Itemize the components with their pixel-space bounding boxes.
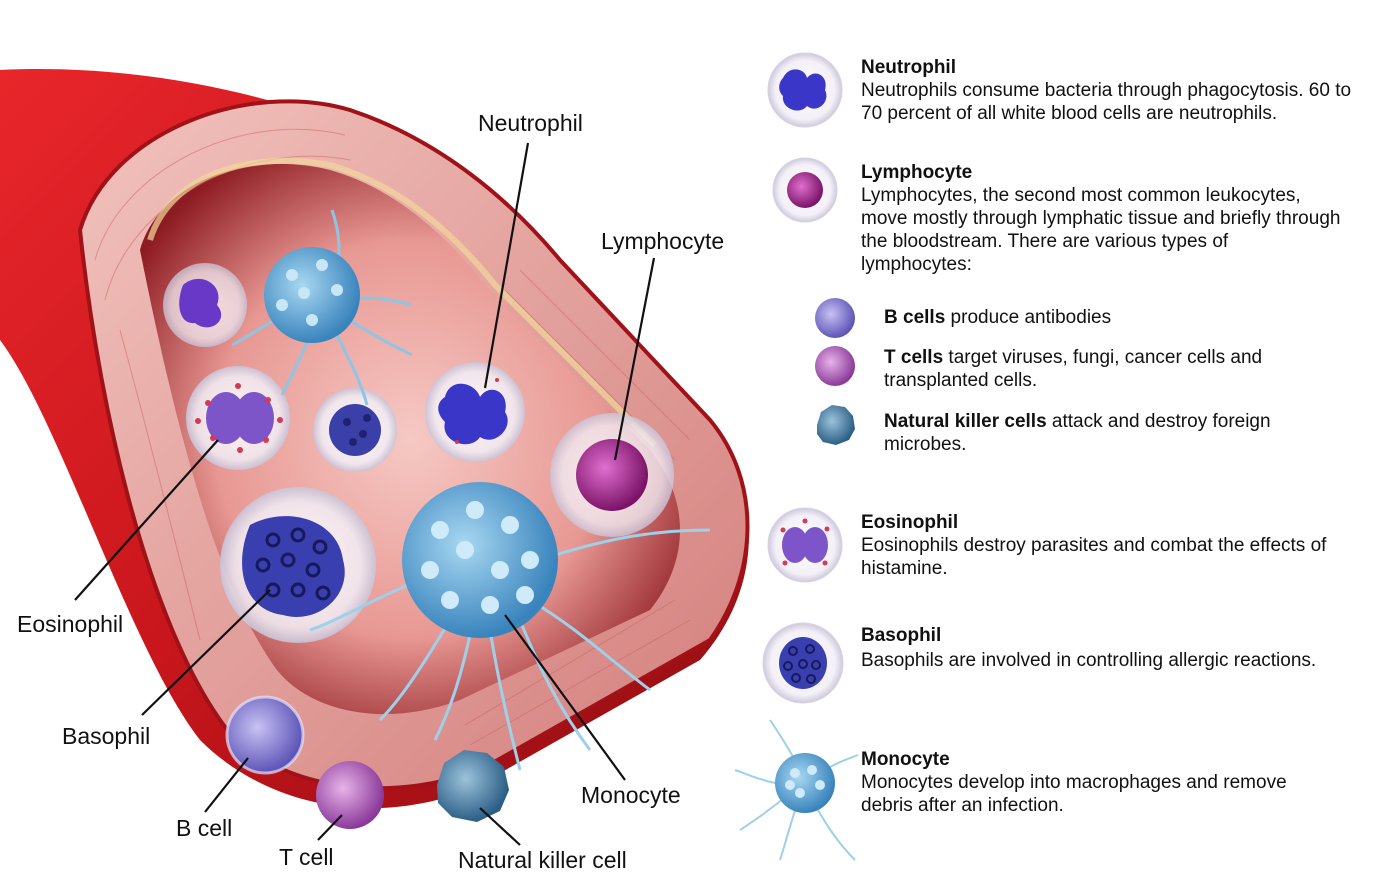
legend-eosinophil-desc: Eosinophils destroy parasites and combat… [861, 535, 1327, 579]
callout-lymphocyte: Lymphocyte [601, 228, 725, 254]
legend-monocyte-desc: Monocytes develop into macrophages and r… [861, 772, 1287, 816]
neutrophil-cell [425, 362, 525, 462]
callout-natural-killer-cell: Natural killer cell [458, 847, 627, 873]
lymphocyte-cell-icon [772, 157, 838, 223]
t-cells-rest: target viruses, fungi, cancer cells and … [884, 347, 1263, 391]
eosinophil-cell [186, 366, 290, 470]
b-cells-rest: produce antibodies [945, 307, 1112, 328]
callout-eosinophil: Eosinophil [17, 611, 124, 637]
nk-cells-rest: attack and destroy foreign microbes. [884, 411, 1271, 455]
callout-monocyte: Monocyte [581, 782, 681, 808]
basophil-cell-icon [762, 622, 844, 704]
t-cell-icon [815, 346, 855, 386]
nk-cells-bold: Natural killer cells [884, 411, 1047, 432]
eosinophil-cell-icon [767, 507, 843, 583]
upper-monocyte-cell [231, 209, 413, 406]
callout-t-cell: T cell [279, 844, 334, 870]
natural-killer-cell-icon [817, 405, 855, 445]
legend-t-cells-text: T cells target viruses, fungi, cancer ce… [884, 346, 1324, 392]
upper-neutrophil-cell [163, 263, 247, 347]
monocyte-cell [309, 482, 711, 771]
leader-lines [74, 142, 656, 846]
legend-basophil-desc: Basophils are involved in controlling al… [861, 650, 1317, 671]
vessel-inner-band [147, 157, 658, 448]
t-cell [316, 761, 384, 829]
callout-b-cell: B cell [176, 815, 233, 841]
callout-neutrophil: Neutrophil [478, 110, 583, 136]
basophil-cell [220, 487, 376, 643]
t-cells-bold: T cells [884, 347, 944, 368]
b-cell-icon [815, 298, 855, 338]
b-cells-bold: B cells [884, 307, 946, 328]
legend-neutrophil-desc: Neutrophils consume bacteria through pha… [861, 80, 1352, 124]
legend-monocyte-title: Monocyte [861, 749, 950, 770]
legend-neutrophil-title: Neutrophil [861, 57, 956, 78]
lymphocyte-cell [550, 413, 674, 537]
legend-basophil-title: Basophil [861, 625, 942, 646]
legend-b-cells-text: B cells produce antibodies [884, 306, 1334, 329]
legend-lymphocyte-desc: Lymphocytes, the second most common leuk… [861, 185, 1341, 275]
neutrophil-cell-icon [767, 52, 843, 128]
legend-lymphocyte-title: Lymphocyte [861, 162, 973, 183]
small-basophil-cell [313, 388, 397, 472]
legend-eosinophil-title: Eosinophil [861, 512, 959, 533]
natural-killer-cell [437, 750, 509, 822]
b-cell [225, 695, 305, 775]
callout-basophil: Basophil [62, 723, 151, 749]
legend-nk-cells-text: Natural killer cells attack and destroy … [884, 410, 1324, 456]
monocyte-cell-icon [734, 719, 859, 861]
